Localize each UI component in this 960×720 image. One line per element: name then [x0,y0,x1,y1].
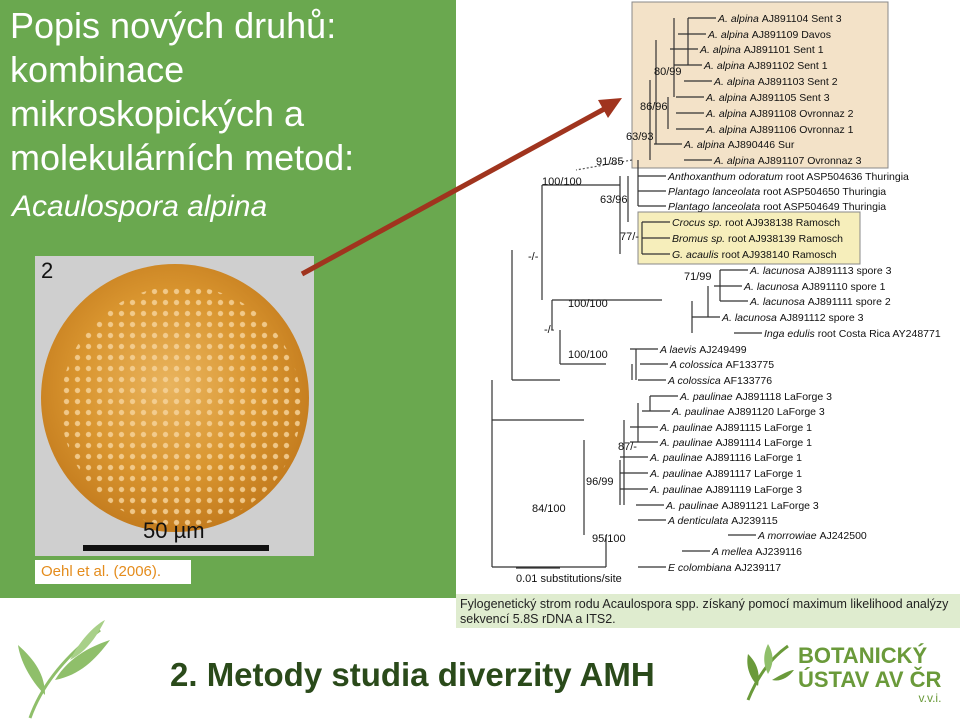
tree-taxon-label: Inga edulis root Costa Rica AY248771 [764,328,941,340]
tree-support-label: -/- [544,324,555,336]
tree-taxon-label: A. paulinae AJ891117 LaForge 1 [649,468,802,480]
root-seq-highlight [637,211,861,265]
tree-support-label: 63/96 [600,194,628,206]
institute-line2: ÚSTAV AV ČR [798,667,942,692]
tree-taxon-label: A. paulinae AJ891120 LaForge 3 [671,406,825,418]
tree-taxon-label: A. lacunosa AJ891110 spore 1 [743,281,886,293]
section-title: 2. Metody studia diverzity AMH [170,656,655,693]
tree-taxon-label: A laevis AJ249499 [659,344,747,356]
tree-taxon-label: A. alpina AJ891106 Ovronnaz 1 [705,124,854,136]
tree-taxon-label: A. paulinae AJ891121 LaForge 3 [665,500,819,512]
tree-taxon-label: A. alpina AJ891104 Sent 3 [717,13,842,25]
tree-support-label: 100/100 [568,349,608,361]
tree-taxon-label: Plantago lanceolata root ASP504649 Thuri… [668,201,886,213]
tree-support-label: -/- [528,251,539,263]
tree-support-label: 86/96 [640,101,668,113]
tree-taxon-label: A morrowiae AJ242500 [757,530,867,542]
tree-taxon-label: A. alpina AJ891109 Davos [707,29,831,41]
species-name: Acaulospora alpina [12,190,268,223]
tree-taxon-label: A mellea AJ239116 [711,546,802,558]
photo-scale-bar [83,545,269,551]
photo-citation: Oehl et al. (2006). [35,560,191,584]
tree-taxon-label: A. paulinae AJ891114 LaForge 1 [659,437,812,449]
tree-taxon-label: A colossica AF133775 [669,359,774,371]
tree-taxon-label: A. alpina AJ891105 Sent 3 [705,92,830,104]
institute-name: BOTANICKÝ ÚSTAV AV ČR v.v.i. [798,643,942,705]
tree-taxon-label: Crocus sp. root AJ938138 Ramosch [672,217,840,229]
tree-taxon-label: G. acaulis root AJ938140 Ramosch [672,249,837,261]
tree-support-label: 91/85 [596,156,624,168]
tree-taxon-label: A. lacunosa AJ891111 spore 2 [749,296,891,308]
botanical-institute-logo-icon [746,644,794,701]
tree-taxon-label: A. paulinae AJ891116 LaForge 1 [649,452,802,464]
phylogenetic-tree: A. alpina AJ891104 Sent 3 A. alpina AJ891… [491,1,941,585]
tree-taxon-label: A denticulata AJ239115 [667,515,778,527]
tree-taxon-label: Anthoxanthum odoratum root ASP504636 Thu… [667,171,909,183]
photo-panel-number: 2 [41,258,54,283]
tree-support-label: 84/100 [532,503,566,515]
institute-line1: BOTANICKÝ [798,643,928,668]
tree-support-label: 100/100 [542,176,582,188]
spore-image [41,264,309,532]
tree-taxon-label: A. paulinae AJ891118 LaForge 3 [679,391,832,403]
tree-taxon-label: A. lacunosa AJ891112 spore 3 [721,312,864,324]
tree-taxon-label: Plantago lanceolata root ASP504650 Thuri… [668,186,886,198]
tree-support-label: 95/100 [592,533,626,545]
slide-title: Popis nových druhů: kombinace mikroskopi… [10,5,355,178]
tree-taxon-label: A. alpina AJ891108 Ovronnaz 2 [705,108,854,120]
tree-taxon-label: A. alpina AJ891102 Sent 1 [703,60,828,72]
tree-taxon-label: A. lacunosa AJ891113 spore 3 [749,265,892,277]
photo-scale-label: 50 µm [143,518,205,543]
tree-taxon-label: A. alpina AJ891103 Sent 2 [713,76,838,88]
tree-taxon-label: A. alpina AJ890446 Sur [683,139,795,151]
tree-taxon-label: E colombiana AJ239117 [668,562,781,574]
tree-support-label: 77/- [620,231,639,243]
spore-photo: 2 50 µm [35,256,314,556]
tree-taxon-label: Bromus sp. root AJ938139 Ramosch [672,233,843,245]
tree-scale-label: 0.01 substitutions/site [516,573,622,585]
tree-support-label: 80/99 [654,66,682,78]
title-panel: Popis nových druhů: kombinace mikroskopi… [0,0,456,598]
tree-taxon-label: A colossica AF133776 [667,375,772,387]
tree-caption: Fylogenetický strom rodu Acaulospora spp… [460,597,949,626]
tree-taxon-label: A. alpina AJ891107 Ovronnaz 3 [713,155,862,167]
tree-taxon-label: A. paulinae AJ891119 LaForge 3 [649,484,802,496]
tree-taxon-label: A. paulinae AJ891115 LaForge 1 [659,422,812,434]
tree-support-label: 71/99 [684,271,712,283]
tree-support-label: 96/99 [586,476,614,488]
institute-line3: v.v.i. [918,691,942,705]
leaf-logo-icon [18,620,110,719]
tree-support-label: 100/100 [568,298,608,310]
tree-support-label: 87/- [618,441,637,453]
tree-taxon-label: A. alpina AJ891101 Sent 1 [699,44,824,56]
tree-support-label: 63/93 [626,131,654,143]
caption-background [456,594,960,628]
alpina-clade-highlight [631,1,889,169]
